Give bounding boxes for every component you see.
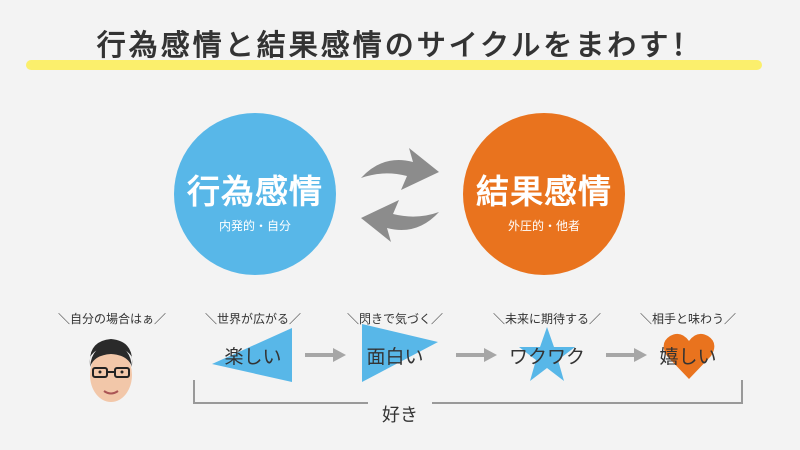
- avatar: [89, 339, 133, 402]
- step-happy-label: 嬉しい: [659, 346, 717, 368]
- caption-interesting: ＼閃きで気づく／: [346, 312, 444, 326]
- result-emotion-sublabel: 外圧的・他者: [507, 219, 580, 233]
- result-emotion-label: 結果感情: [476, 172, 612, 211]
- result-emotion-circle: 結果感情 外圧的・他者: [463, 113, 625, 275]
- action-emotion-label: 行為感情: [187, 172, 323, 211]
- arrow-right-icon: [456, 348, 497, 362]
- star-shape: [519, 327, 575, 381]
- caption-fun: ＼世界が広がる／: [204, 312, 302, 326]
- like-label: 好き: [368, 401, 432, 427]
- title-highlight: [26, 60, 762, 70]
- like-bracket: [193, 380, 743, 404]
- caption-happy: ＼相手と味わう／: [639, 312, 737, 326]
- arrow-right-icon: [305, 348, 346, 362]
- action-emotion-circle: 行為感情 内発的・自分: [174, 113, 336, 275]
- cycle-arrows-icon: [361, 148, 439, 242]
- step-interesting-label: 面白い: [366, 346, 424, 368]
- step-exciting-label: ワクワク: [508, 346, 586, 368]
- caption-exciting: ＼未来に期待する／: [492, 312, 602, 326]
- caption-self: ＼自分の場合はぁ／: [57, 312, 167, 326]
- arrow-right-icon: [606, 348, 647, 362]
- action-emotion-sublabel: 内発的・自分: [218, 219, 291, 233]
- heart-shape: [663, 333, 715, 379]
- triangle-right-shape: [362, 324, 438, 382]
- step-fun-label: 楽しい: [224, 346, 282, 368]
- page-title: 行為感情と結果感情のサイクルをまわす！: [96, 28, 704, 62]
- triangle-left-shape: [212, 328, 292, 382]
